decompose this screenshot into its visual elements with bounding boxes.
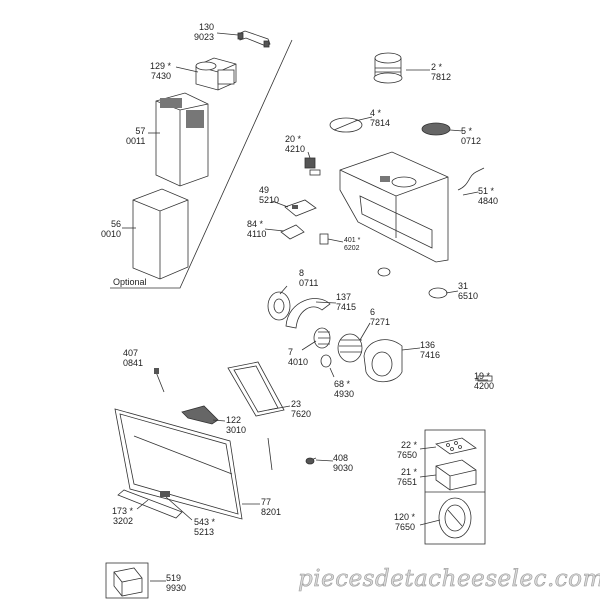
label-part-4: 4 *7814 (370, 108, 391, 128)
part-22-filter-cartridge (435, 437, 477, 455)
hood-body (339, 151, 449, 263)
part-4-damper-flap (329, 117, 363, 133)
site-watermark: piecesdetacheeselec.com (298, 566, 600, 593)
part-408-hinge (305, 457, 317, 465)
part-57-upper-chimney (155, 92, 209, 187)
part-136-volute (363, 339, 403, 383)
part-120-round-filter (438, 497, 472, 539)
part-137-volute (285, 298, 331, 329)
label-part-2: 2 *7812 (431, 62, 452, 82)
label-part-401: 401 *6202 (344, 237, 361, 252)
part-51-cable (457, 167, 485, 191)
label-part-21: 21 *7651 (397, 467, 418, 487)
part-401-component (319, 233, 329, 245)
label-part-68: 68 *4930 (334, 379, 355, 399)
part-122-handle (181, 405, 219, 425)
part-23-grease-filter (227, 361, 285, 417)
panel-strut (267, 437, 273, 471)
part-2-outlet-collar (373, 52, 403, 84)
label-part-19: 19 *4200 (474, 371, 495, 391)
hood-knob (377, 267, 391, 277)
part-7-motor (313, 327, 331, 349)
part-543-component (160, 491, 170, 497)
label-part-51: 51 *4840 (478, 186, 499, 206)
part-130-bracket (237, 30, 271, 48)
optional-section-border (110, 39, 293, 289)
part-77-glass-panel (114, 408, 243, 520)
label-part-5: 5 *0712 (461, 126, 482, 146)
part-31-light (428, 287, 448, 299)
label-part-20: 20 *4210 (285, 134, 306, 154)
part-8-motor-plate (267, 291, 291, 321)
label-part-84: 84 *4110 (247, 219, 267, 239)
part-21-filter-housing (435, 459, 477, 491)
part-6-fan-wheel (337, 333, 363, 363)
part-173-trim (117, 489, 183, 519)
leader-lines (122, 32, 488, 582)
part-519-kit (105, 562, 149, 599)
part-56-lower-chimney (132, 188, 189, 280)
part-49-control-board (284, 199, 317, 217)
label-part-120: 120 *7650 (394, 512, 416, 532)
part-84-component (280, 224, 305, 240)
label-part-22: 22 *7650 (397, 440, 418, 460)
part-5-filter-disc (421, 122, 451, 136)
optional-label: Optional (113, 277, 147, 287)
part-19-component (477, 375, 493, 382)
label-part-173: 173 *3202 (112, 506, 134, 526)
part-68-component (320, 354, 332, 368)
label-part-129: 129 *7430 (150, 61, 172, 81)
label-part-543: 543 *5213 (194, 517, 216, 537)
part-407-strut (154, 368, 165, 393)
part-20-switch (304, 157, 321, 176)
part-129-duct-adapter (195, 57, 237, 91)
